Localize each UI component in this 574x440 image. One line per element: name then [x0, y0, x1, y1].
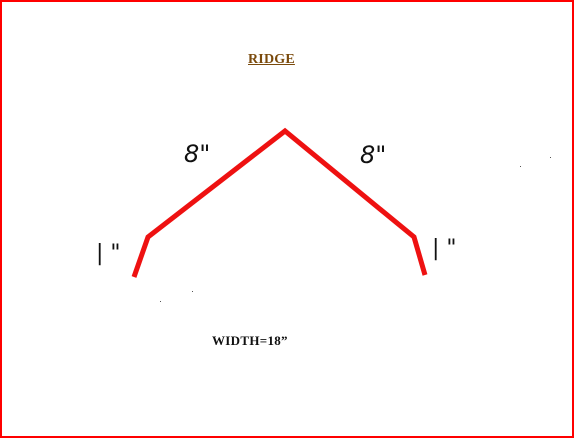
ridge-profile-line [131, 127, 428, 278]
stray-pixel [550, 157, 551, 158]
stray-pixel [520, 166, 521, 167]
right-hem-dimension: | " [432, 236, 457, 261]
stray-pixel [160, 301, 161, 302]
stray-pixel [192, 291, 193, 292]
width-label: WIDTH=18” [212, 333, 288, 348]
right-slope-dimension: 8" [360, 141, 387, 169]
diagram-title: RIDGE [248, 52, 295, 67]
left-hem-dimension: | " [96, 241, 121, 266]
left-slope-dimension: 8" [184, 140, 211, 168]
